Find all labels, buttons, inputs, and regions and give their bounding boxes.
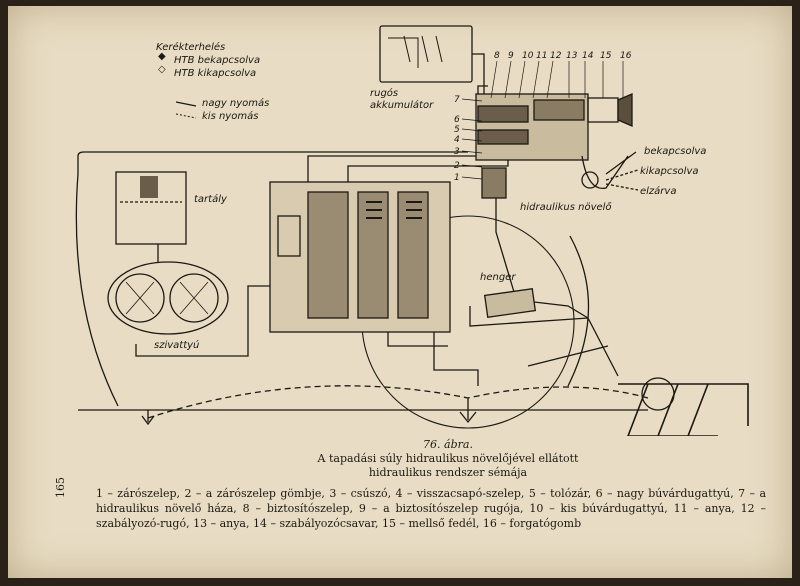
- part-number-14: 14: [582, 51, 594, 61]
- figure-number: 76. ábra.: [423, 438, 473, 451]
- caption-line-2: hidraulikus rendszer sémája: [368, 466, 528, 479]
- part-number-13: 13: [566, 51, 578, 61]
- svg-text:◇: ◇: [158, 64, 166, 75]
- label-accumulator-2: akkumulátor: [370, 99, 434, 111]
- part-number-5: 5: [454, 125, 460, 135]
- part-number-2: 2: [454, 161, 460, 171]
- part-number-12: 12: [550, 51, 562, 61]
- part-number-3: 3: [454, 147, 460, 157]
- book-page: Kerékterhelés HTB bekapcsolva HTB kikapc…: [8, 6, 792, 578]
- part-number-11: 11: [536, 51, 547, 61]
- part-number-8: 8: [494, 51, 500, 61]
- part-number-1: 1: [454, 173, 460, 183]
- parts-legend: 1 – zárószelep, 2 – a zárószelep gömbje,…: [96, 487, 766, 530]
- part-number-4: 4: [454, 135, 460, 145]
- label-lever-off: kikapcsolva: [640, 166, 699, 177]
- plough-icon: [618, 377, 749, 436]
- gear-pump-icon: [107, 261, 229, 335]
- label-tank: tartály: [194, 193, 228, 205]
- legend-on: HTB bekapcsolva: [174, 55, 260, 66]
- tank-icon: [115, 171, 187, 245]
- label-accumulator-1: rugós: [370, 87, 398, 99]
- legend-high-pressure: nagy nyomás: [202, 97, 269, 109]
- page-number: 165: [54, 477, 67, 498]
- label-booster: hidraulikus növelő: [520, 201, 612, 213]
- label-cylinder: henger: [480, 272, 516, 283]
- legend-low-pressure: kis nyomás: [202, 110, 258, 122]
- hydraulic-booster-assembly: [475, 93, 633, 199]
- legend-title: Kerékterhelés: [156, 41, 225, 53]
- figure-caption: 76. ábra. A tapadási súly hidraulikus nö…: [268, 438, 628, 480]
- hydraulic-schematic: Kerékterhelés HTB bekapcsolva HTB kikapc…: [75, 25, 749, 436]
- label-lever-on: bekapcsolva: [644, 146, 706, 157]
- svg-text:◆: ◆: [158, 51, 166, 62]
- part-number-15: 15: [600, 51, 612, 61]
- caption-line-1: A tapadási súly hidraulikus növelőjével …: [317, 452, 579, 465]
- label-pump: szivattyú: [154, 339, 199, 351]
- legend-off: HTB kikapcsolva: [174, 68, 256, 79]
- control-valve-block: [269, 181, 451, 333]
- label-lever-closed: elzárva: [640, 185, 676, 197]
- part-number-16: 16: [620, 51, 632, 61]
- cylinder-icon: [483, 288, 537, 318]
- part-number-10: 10: [522, 51, 534, 61]
- part-number-6: 6: [454, 115, 460, 125]
- part-number-7: 7: [454, 95, 460, 105]
- part-number-9: 9: [508, 51, 514, 61]
